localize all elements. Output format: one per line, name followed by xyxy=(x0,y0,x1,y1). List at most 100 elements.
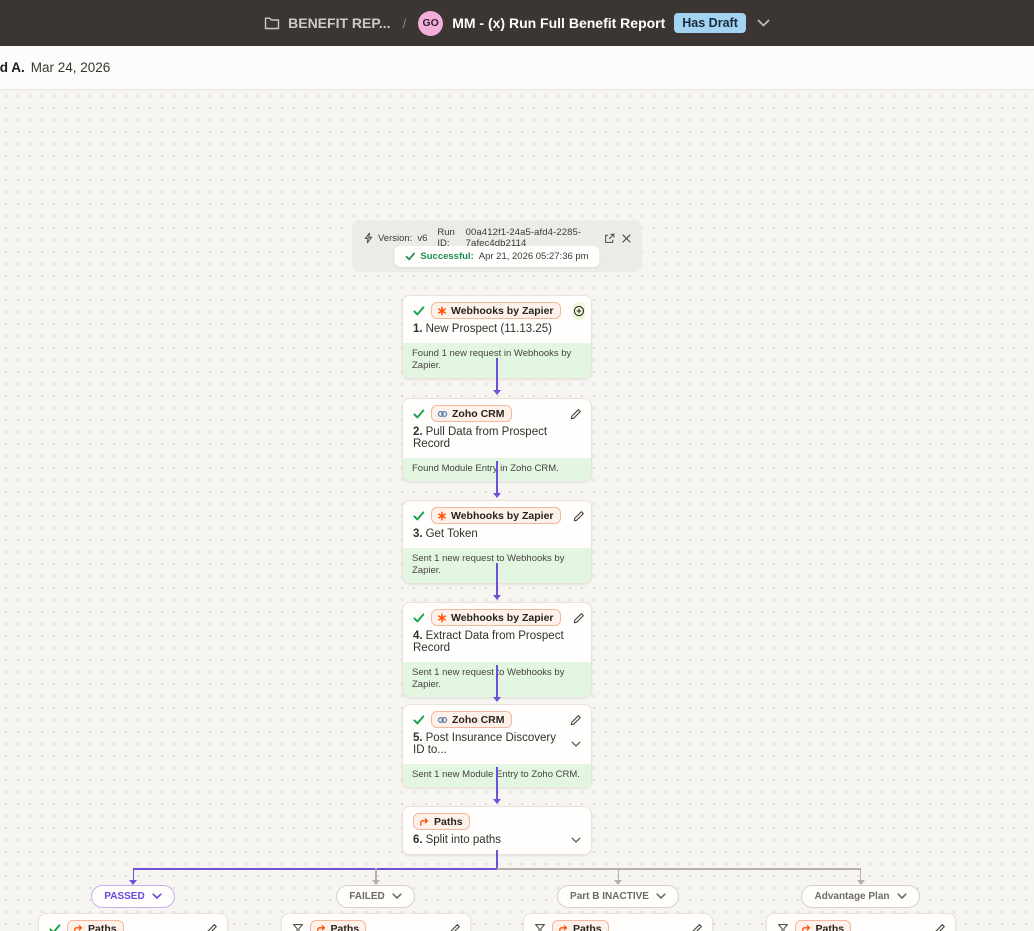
run-id-value: 00a412f1-24a5-afd4-2285-7afec4db2114 xyxy=(465,227,582,249)
edit-pencil-icon[interactable] xyxy=(573,612,585,624)
edit-pencil-icon[interactable] xyxy=(591,305,592,317)
app-name: Paths xyxy=(815,922,845,931)
edit-pencil-icon[interactable] xyxy=(449,923,461,931)
paths-icon xyxy=(558,923,569,931)
edit-pencil-icon[interactable] xyxy=(570,408,582,420)
folder-icon xyxy=(264,16,280,30)
run-date: Mar 24, 2026 xyxy=(30,60,111,75)
branch-column: Part B INACTIVE Paths 86.Pat xyxy=(523,885,713,931)
connector-line xyxy=(496,358,498,391)
has-draft-badge: Has Draft xyxy=(674,13,746,33)
filter-icon xyxy=(534,923,546,931)
app-pill: Zoho CRM xyxy=(431,405,512,422)
run-info-card: Version: v6 Run ID: 00a412f1-24a5-afd4-2… xyxy=(352,220,642,272)
run-id-label: Run ID: xyxy=(437,227,455,249)
app-name: Paths xyxy=(88,922,117,931)
check-icon xyxy=(413,408,425,419)
expand-chevron-down-icon[interactable] xyxy=(571,837,581,844)
branch-label: Advantage Plan xyxy=(814,891,890,902)
edit-pencil-icon[interactable] xyxy=(206,923,218,931)
connector-line xyxy=(617,868,619,881)
step-number: 3. xyxy=(413,528,423,540)
branch-label: PASSED xyxy=(104,891,145,902)
step-title: Extract Data from Prospect Record xyxy=(413,630,564,654)
connector-line xyxy=(496,563,498,596)
edit-pencil-icon[interactable] xyxy=(934,923,946,931)
connector-line xyxy=(496,665,498,698)
step-number: 5. xyxy=(413,732,423,744)
connector-line xyxy=(496,767,498,800)
app-name: Webhooks by Zapier xyxy=(451,509,554,522)
branch-label-pill[interactable]: PASSED xyxy=(91,885,175,908)
check-icon xyxy=(413,510,425,521)
app-name: Paths xyxy=(573,922,602,931)
connector-line xyxy=(375,868,377,881)
filter-icon xyxy=(292,923,304,931)
run-status-time: Apr 21, 2026 05:27:36 pm xyxy=(478,251,589,262)
branch-column: Advantage Plan Paths 88.Path xyxy=(765,885,956,931)
branch-step-card[interactable]: Paths 86.Path conditions Path did not ru… xyxy=(523,913,713,931)
connector-line xyxy=(496,461,498,494)
avatar: GO xyxy=(418,10,444,36)
folder-label: BENEFIT REP... xyxy=(288,15,391,31)
edit-pencil-icon[interactable] xyxy=(691,923,703,931)
close-icon[interactable] xyxy=(621,233,632,244)
branch-label-pill[interactable]: Advantage Plan xyxy=(801,885,920,908)
paths-icon xyxy=(419,816,430,827)
run-user: ld A. xyxy=(0,60,25,75)
branch-label-pill[interactable]: FAILED xyxy=(336,885,415,908)
insert-step-button[interactable] xyxy=(572,301,585,320)
app-pill: Paths xyxy=(309,920,367,931)
zoho-crm-icon xyxy=(437,409,448,419)
connector-line xyxy=(133,868,498,870)
title-chevron-down-icon[interactable] xyxy=(757,19,770,27)
webhooks-by-zapier-icon xyxy=(437,612,447,623)
app-name: Paths xyxy=(434,815,463,828)
step-number: 2. xyxy=(413,426,423,438)
step-number: 6. xyxy=(413,834,423,846)
edit-pencil-icon[interactable] xyxy=(570,714,582,726)
workflow-canvas[interactable]: Version: v6 Run ID: 00a412f1-24a5-afd4-2… xyxy=(0,90,1034,931)
step-card[interactable]: Paths 6.Split into paths xyxy=(402,806,592,855)
step-card[interactable]: Webhooks by Zapier 3.Get Token Sent 1 ne… xyxy=(402,500,592,584)
check-icon xyxy=(413,714,425,725)
filter-icon xyxy=(777,923,789,931)
app-name: Webhooks by Zapier xyxy=(451,611,554,624)
step-title: New Prospect (11.13.25) xyxy=(425,323,552,335)
open-run-details-icon[interactable] xyxy=(603,232,616,245)
connector-line xyxy=(132,868,134,881)
paths-icon xyxy=(801,923,812,931)
paths-icon xyxy=(73,923,84,931)
branch-column: PASSED Paths 7.Path conditio xyxy=(38,885,228,931)
branch-step-card[interactable]: Paths 84.Path conditions Path did not ru… xyxy=(280,913,471,931)
app-pill: Paths xyxy=(552,920,609,931)
branch-label: FAILED xyxy=(349,891,385,902)
step-number: 4. xyxy=(413,630,423,642)
app-pill: Webhooks by Zapier xyxy=(431,507,561,524)
breadcrumb-separator: / xyxy=(402,15,407,31)
webhooks-by-zapier-icon xyxy=(437,510,447,521)
app-name: Zoho CRM xyxy=(452,407,505,420)
app-pill: Paths xyxy=(794,920,852,931)
app-name: Paths xyxy=(330,922,360,931)
zoho-crm-icon xyxy=(437,715,448,725)
step-number: 1. xyxy=(413,323,423,335)
version-label: Version: xyxy=(378,232,413,244)
expand-chevron-down-icon[interactable] xyxy=(571,741,581,748)
connector-line xyxy=(859,868,862,881)
app-pill: Webhooks by Zapier xyxy=(431,302,561,319)
branch-step-card[interactable]: Paths 7.Path conditions This path ran. xyxy=(38,913,228,931)
edit-pencil-icon[interactable] xyxy=(573,510,585,522)
app-pill: Zoho CRM xyxy=(431,711,512,728)
step-title: Split into paths xyxy=(425,834,502,846)
breadcrumb-folder[interactable]: BENEFIT REP... xyxy=(264,15,391,31)
branch-step-card[interactable]: Paths 88.Path conditions Path did not ru… xyxy=(765,913,956,931)
branch-label-pill[interactable]: Part B INACTIVE xyxy=(557,885,679,908)
lightning-icon xyxy=(364,232,373,244)
zap-title: MM - (x) Run Full Benefit Report xyxy=(452,15,666,31)
check-icon xyxy=(413,612,425,623)
connector-line xyxy=(496,850,498,869)
step-title: Pull Data from Prospect Record xyxy=(413,426,548,450)
webhooks-by-zapier-icon xyxy=(437,305,447,316)
branch-column: FAILED Paths 84.Path conditi xyxy=(280,885,471,931)
